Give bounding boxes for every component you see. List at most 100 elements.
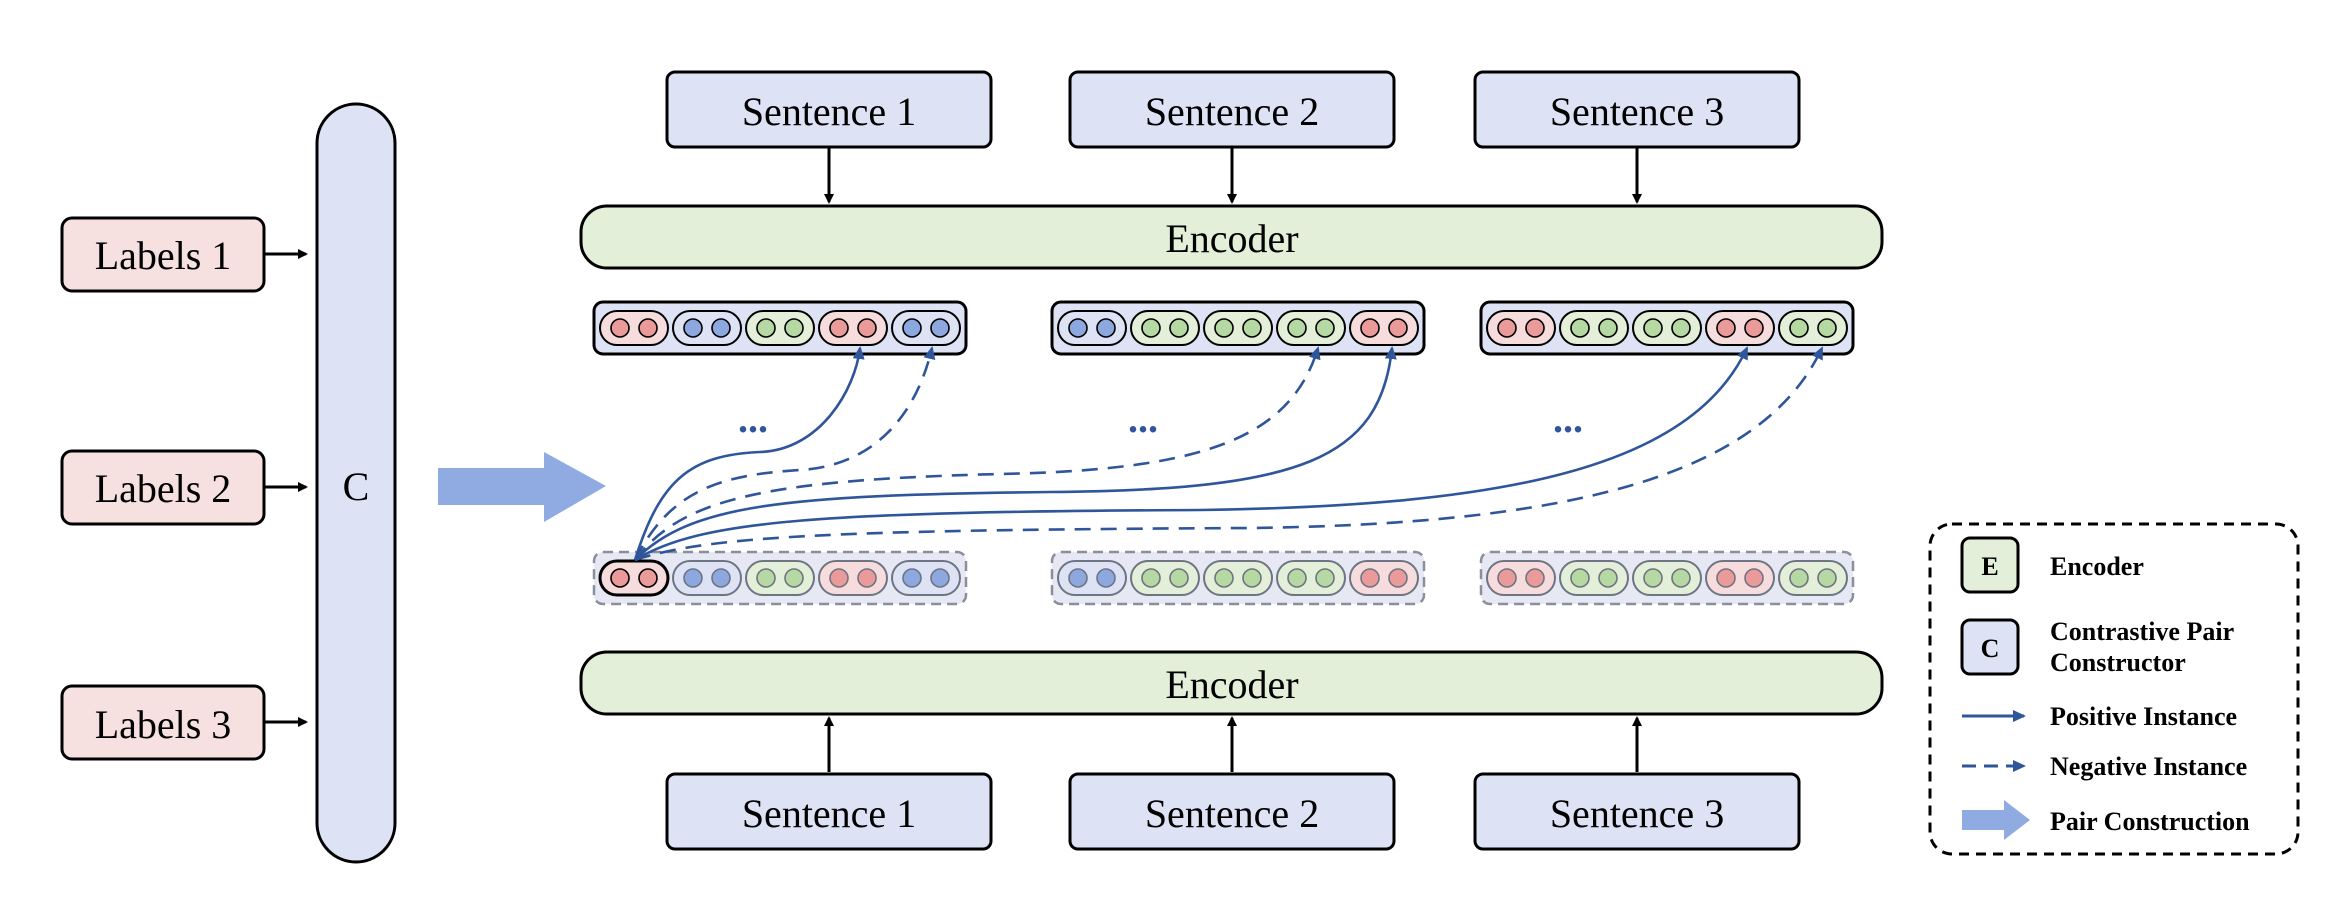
positive-curve-2 [634,346,1397,561]
top-embedding-dot-2-3-1 [1214,318,1234,338]
legend-encoder-label: Encoder [2050,552,2144,581]
top-embedding-dot-3-3-1 [1643,318,1663,338]
bottom-embedding-token-3-3 [1632,560,1702,596]
bottom-embedding-dot-2-1-1 [1068,568,1088,588]
bottom-embedding-dot-1-2-2 [711,568,731,588]
top-embedding-dot-1-2-1 [683,318,703,338]
bottom-embedding-token-2-3 [1203,560,1273,596]
bottom-embedding-token-3-5 [1778,560,1848,596]
top-embedding-dot-2-1-1 [1068,318,1088,338]
legend-positive-label: Positive Instance [2050,702,2237,731]
bottom-embedding-dot-3-5-1 [1789,568,1809,588]
bottom-embedding-dot-1-3-1 [756,568,776,588]
labels-1-box: Labels 1 [60,216,266,293]
labels-1-text: Labels 1 [95,233,232,278]
top-embedding-dot-2-5-1 [1360,318,1380,338]
labels-2-text: Labels 2 [95,466,232,511]
top-embedding-token-2-2 [1130,310,1200,346]
legend-pair-label: Pair Construction [2050,807,2250,836]
legend-negative: Negative Instance [1962,752,2247,781]
bottom-embedding-dot-2-4-1 [1287,568,1307,588]
top-embedding-dot-2-1-2 [1096,318,1116,338]
bottom-embedding-dot-3-3-1 [1643,568,1663,588]
sentence-bottom-1: Sentence 1 [665,772,993,851]
bottom-embedding-dot-1-4-1 [829,568,849,588]
legend-encoder: E Encoder [1960,536,2144,594]
bottom-embedding-dot-1-2-1 [683,568,703,588]
sentence-bottom-2-text: Sentence 2 [1145,791,1319,836]
top-embedding-dot-1-2-2 [711,318,731,338]
sentence-bottom-2: Sentence 2 [1068,772,1396,851]
sentence-top-1-text: Sentence 1 [742,89,916,134]
encoder-bottom: Encoder [579,650,1884,716]
top-embedding-dot-2-3-2 [1242,318,1262,338]
top-embedding-token-3-4 [1705,310,1775,346]
top-embedding-dot-2-2-2 [1169,318,1189,338]
top-embedding-dot-3-4-1 [1716,318,1736,338]
top-embedding-dot-1-1-2 [638,318,658,338]
top-embedding-token-3-2 [1559,310,1629,346]
top-embedding-dot-1-3-1 [756,318,776,338]
embedding-row-bottom [592,550,1855,606]
ellipsis-2: ... [1128,396,1158,441]
bottom-embedding-dot-3-3-2 [1671,568,1691,588]
sentence-bottom-3-text: Sentence 3 [1550,791,1724,836]
legend-negative-label: Negative Instance [2050,752,2247,781]
labels-2-box: Labels 2 [60,449,266,526]
top-embedding-token-2-5 [1349,310,1419,346]
bottom-embedding-dot-3-2-2 [1598,568,1618,588]
negative-curve-3 [634,346,1824,562]
bottom-embedding-dot-3-4-2 [1744,568,1764,588]
bottom-embedding-dot-2-2-1 [1141,568,1161,588]
labels-3-box: Labels 3 [60,684,266,761]
top-embedding-dot-2-5-2 [1388,318,1408,338]
top-embedding-dot-3-5-1 [1789,318,1809,338]
bottom-embedding-dot-3-5-2 [1817,568,1837,588]
bottom-embedding-dot-3-2-1 [1570,568,1590,588]
encoder-top: Encoder [579,204,1884,270]
pair-construction-arrow [438,452,606,522]
top-embedding-token-3-5 [1778,310,1848,346]
labels-3-text: Labels 3 [95,702,232,747]
top-embedding-dot-1-3-2 [784,318,804,338]
top-embedding-dot-3-3-2 [1671,318,1691,338]
sentence-top-1: Sentence 1 [665,70,993,149]
top-embedding-dot-3-5-2 [1817,318,1837,338]
top-embedding-dot-2-4-1 [1287,318,1307,338]
positive-curve-1 [633,346,865,561]
bottom-embedding-dot-2-1-2 [1096,568,1116,588]
top-embedding-dot-3-2-1 [1570,318,1590,338]
positive-curve-3 [634,346,1749,562]
legend-positive: Positive Instance [1962,702,2237,731]
encoder-top-text: Encoder [1165,216,1298,261]
bottom-embedding-token-3-2 [1559,560,1629,596]
bottom-embedding-token-3-1 [1486,560,1556,596]
top-embedding-dot-1-5-1 [902,318,922,338]
bottom-embedding-dot-1-5-2 [930,568,950,588]
bottom-embedding-dot-2-2-2 [1169,568,1189,588]
top-embedding-dot-1-5-2 [930,318,950,338]
top-embedding-token-2-3 [1203,310,1273,346]
negative-curve-1 [633,346,936,561]
bottom-embedding-dot-1-3-2 [784,568,804,588]
embedding-row-top [592,300,1855,356]
bottom-embedding-dot-2-4-2 [1315,568,1335,588]
sentence-bottom-3: Sentence 3 [1473,772,1801,851]
encoder-bottom-text: Encoder [1165,662,1298,707]
instance-connections [633,346,1824,562]
bottom-embedding-dot-3-1-2 [1525,568,1545,588]
top-embedding-dot-1-4-2 [857,318,877,338]
top-embedding-token-2-4 [1276,310,1346,346]
top-embedding-dot-2-4-2 [1315,318,1335,338]
bottom-embedding-dot-2-3-1 [1214,568,1234,588]
bottom-embedding-dot-2-5-2 [1388,568,1408,588]
bottom-embedding-token-2-2 [1130,560,1200,596]
bottom-embedding-dot-3-1-1 [1497,568,1517,588]
legend-pair: Pair Construction [1962,800,2250,840]
top-embedding-token-3-1 [1486,310,1556,346]
sentence-top-2-text: Sentence 2 [1145,89,1319,134]
legend: E Encoder C Contrastive Pair Constructor… [1928,522,2300,856]
legend-encoder-key: E [1981,552,1998,581]
top-embedding-dot-3-4-2 [1744,318,1764,338]
top-embedding-token-2-1 [1057,310,1127,346]
